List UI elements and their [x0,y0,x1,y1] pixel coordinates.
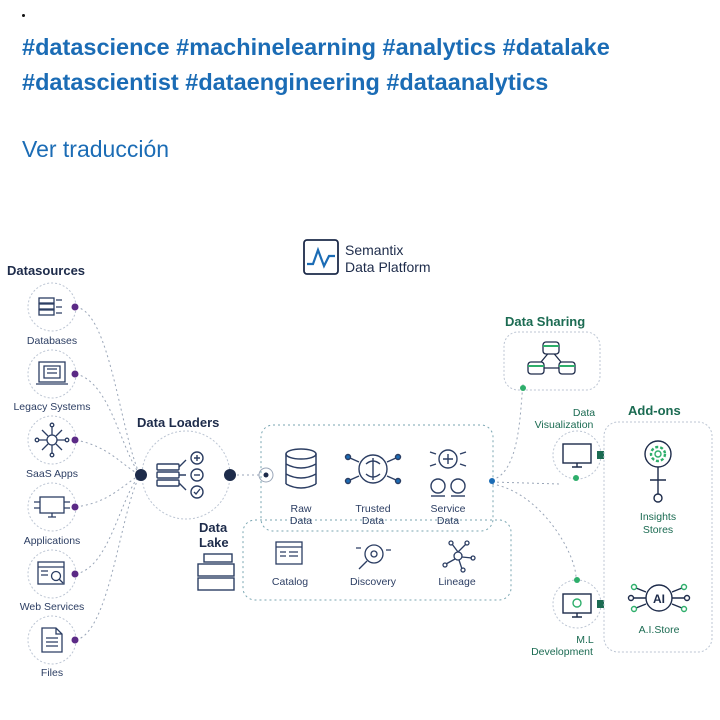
ai-badge: AI [653,592,665,606]
datasource-files[interactable]: Files [27,615,79,679]
saas-apps-icon [34,422,70,458]
loader-output-port [258,467,274,483]
connector-lines [75,306,600,641]
tier-label: Raw [290,503,311,515]
ai-chip-icon [627,583,691,613]
tool-label: Lineage [438,576,476,588]
datasource-web-services[interactable]: Web Services [20,549,85,613]
data-loader-icon [156,451,204,499]
lake-output-port [489,478,495,484]
addons-panel [603,421,713,653]
datasource-label: Files [41,667,63,679]
tier-label-line2: Data [362,515,384,527]
addon-ai-store[interactable]: AI A.I.Store [627,583,691,637]
web-services-icon [37,561,65,585]
data-visualization-label: Data [573,407,595,419]
data-visualization-node[interactable] [552,430,604,481]
legacy-system-icon [36,361,68,385]
brand-name: Semantix [345,242,403,258]
tier-raw-data[interactable]: Raw Data [285,448,317,527]
tool-label: Discovery [350,576,397,588]
tier-label-line2: Data [290,515,312,527]
ml-development-node[interactable] [552,577,604,629]
data-lake-zone [242,424,512,601]
datasource-label: Applications [24,535,81,547]
hashtags-line-2[interactable]: #datascientist #dataengineering #dataana… [22,69,549,95]
tier-label: Service [430,503,465,515]
brand-subtitle: Data Platform [345,259,431,275]
tier-label-line2: Data [437,515,459,527]
trusted-brain-icon [344,453,402,485]
insights-label-line2: Stores [643,524,673,536]
data-lake-title-line2: Lake [199,535,229,550]
lineage-network-icon [442,540,476,573]
catalog-icon [275,541,303,565]
ml-label: M.L [576,634,594,646]
ml-label-line2: Development [531,646,593,658]
insights-label: Insights [640,511,676,523]
files-icon [41,627,63,653]
datasource-label: Databases [27,335,77,347]
tier-trusted-data[interactable]: Trusted Data [344,453,402,528]
applications-icon [34,496,70,518]
insights-gear-icon [644,440,672,503]
ai-store-label: A.I.Store [639,624,680,636]
addon-insights-stores[interactable]: Insights Stores [640,440,676,536]
semantix-logo: Semantix Data Platform [303,239,431,275]
addons-title: Add-ons [628,403,681,418]
data-sharing-node[interactable] [503,331,601,391]
data-sharing-title: Data Sharing [505,314,585,329]
see-translation-link[interactable]: Ver traducción [22,136,170,162]
tool-lineage[interactable]: Lineage [438,540,476,588]
data-loaders-title: Data Loaders [137,415,219,430]
bullet-mark [22,14,25,17]
data-visualization-label-line2: Visualization [535,419,594,431]
hashtags-line-1[interactable]: #datascience #machinelearning #analytics… [22,34,610,60]
datasource-legacy-systems[interactable]: Legacy Systems [13,349,91,413]
tier-service-data[interactable]: Service Data [429,449,467,527]
datasource-label: Legacy Systems [13,401,90,413]
datasource-databases[interactable]: Databases [27,282,79,347]
datasource-label: SaaS Apps [26,468,78,480]
datasource-label: Web Services [20,601,85,613]
database-icon [38,297,62,316]
platform-diagram: Semantix Data Platform Datasources Datab… [7,239,713,679]
datasource-applications[interactable]: Applications [24,482,81,547]
data-lake-server-icon [197,553,235,591]
hashtag-list: #datascience #machinelearning #analytics… [22,30,702,100]
service-people-icon [429,449,467,497]
discovery-magnifier-icon [356,544,391,570]
tool-catalog[interactable]: Catalog [272,541,308,588]
tool-label: Catalog [272,576,308,588]
data-sharing-icon [527,341,576,375]
data-lake-title: Data [199,520,228,535]
tier-label: Trusted [355,503,390,515]
datasources-title: Datasources [7,263,85,278]
tool-discovery[interactable]: Discovery [350,544,397,588]
ml-monitor-icon [562,593,592,618]
data-loaders-node[interactable] [135,430,236,520]
database-cylinder-icon [285,448,317,489]
monitor-icon [562,443,592,468]
datasource-saas-apps[interactable]: SaaS Apps [26,415,79,480]
